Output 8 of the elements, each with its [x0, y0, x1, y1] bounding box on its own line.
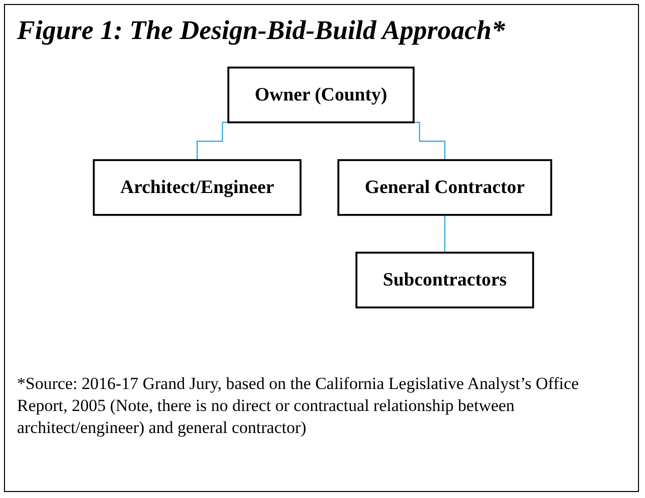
node-box — [227, 66, 415, 124]
node-box — [92, 159, 302, 216]
figure-title: Figure 1: The Design-Bid-Build Approach* — [17, 15, 506, 46]
figure-frame: Figure 1: The Design-Bid-Build Approach* Owner (County) Architect/Engineer General Contractor Subcontractors *Source: 2016-17 Grand Jury, based on the California Legislative Analyst’s Office Report, 2005 (Note, there is no direct or contractual relationship between architect/engineer) and general contractor) — [4, 4, 639, 492]
node-box — [355, 252, 534, 308]
node-box — [337, 159, 552, 216]
figure-caption: *Source: 2016-17 Grand Jury, based on the California Legislative Analyst’s Office Report, 2005 (Note, there is no direct or contractual relationship between architect/engineer) and general contractor) — [17, 373, 580, 440]
connector — [444, 214, 446, 254]
